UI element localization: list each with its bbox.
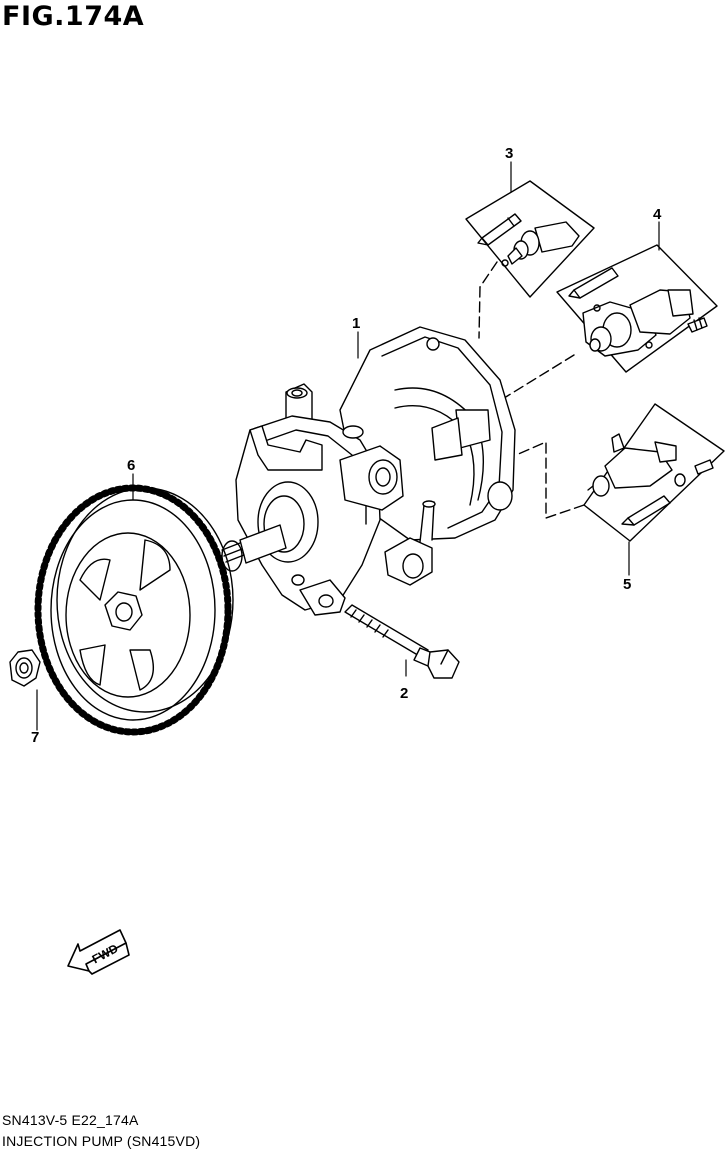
callout-3: 3 xyxy=(505,145,513,162)
grease-tube-icon xyxy=(477,213,522,246)
fuel-valve-icon xyxy=(587,433,714,497)
callout-5: 5 xyxy=(623,576,631,593)
grease-tube-icon xyxy=(621,495,671,526)
part-4-inset-box xyxy=(556,244,718,373)
flange-nut-icon xyxy=(9,649,41,687)
callout-2: 2 xyxy=(400,685,408,702)
callout-6: 6 xyxy=(127,457,135,474)
forward-direction-arrow-icon: FWD xyxy=(67,929,130,975)
figure-name: INJECTION PUMP (SN415VD) xyxy=(2,1133,201,1149)
injection-pump-icon xyxy=(221,326,516,616)
timing-pulley-icon xyxy=(34,484,234,736)
figure-code: SN413V-5 E22_174A xyxy=(2,1112,139,1128)
callout-leaders xyxy=(36,161,660,731)
figure-title: FIG.174A xyxy=(2,1,145,32)
mounting-bolt-icon xyxy=(344,604,460,679)
callout-4: 4 xyxy=(653,206,662,223)
part-5-inset-box xyxy=(583,403,725,542)
callout-7: 7 xyxy=(31,729,39,746)
callout-1: 1 xyxy=(352,315,360,332)
pressure-regulator-icon xyxy=(582,289,708,357)
pressure-sensor-icon xyxy=(501,221,580,267)
leader-lines xyxy=(478,261,585,519)
grease-tube-icon xyxy=(568,267,619,299)
part-3-inset-box xyxy=(465,180,595,298)
